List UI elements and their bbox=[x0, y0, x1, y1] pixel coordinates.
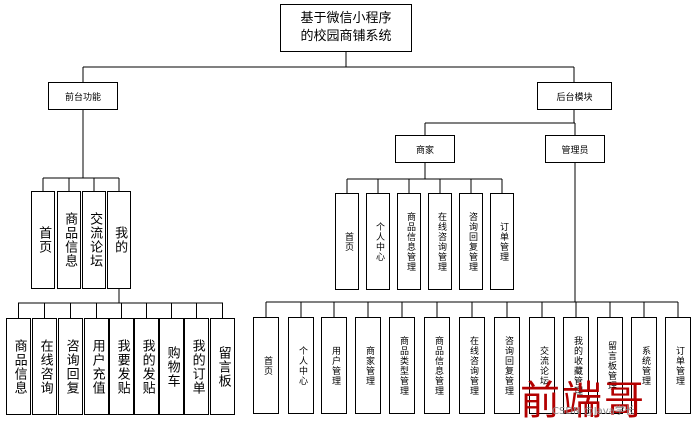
merchant-item: 商品信息管理 bbox=[397, 193, 421, 290]
frontend-level3-item: 我的订单 bbox=[184, 318, 209, 415]
frontend-level3-item: 我要发贴 bbox=[109, 318, 134, 415]
frontend-level3-item: 留言板 bbox=[210, 318, 235, 415]
admin-item: 商品类型管理 bbox=[389, 317, 415, 414]
watermark-caption: CSDN @Java学长 bbox=[552, 406, 635, 417]
merchant-item: 在线咨询管理 bbox=[428, 193, 452, 290]
admin-item: 交流论坛 bbox=[529, 317, 555, 414]
admin-item: 留言板管理 bbox=[597, 317, 623, 414]
admin-item: 商品信息管理 bbox=[424, 317, 450, 414]
admin-item: 订单管理 bbox=[665, 317, 691, 414]
merchant-item: 咨询回复管理 bbox=[459, 193, 483, 290]
admin-item: 系统管理 bbox=[631, 317, 657, 414]
admin-item: 我的收藏管理 bbox=[563, 317, 589, 414]
backend-node: 后台模块 bbox=[537, 82, 612, 110]
admin-item: 首页 bbox=[253, 317, 279, 414]
frontend-level2-item: 首页 bbox=[31, 191, 55, 289]
frontend-level3-item: 用户充值 bbox=[84, 318, 109, 415]
frontend-level3-item: 咨询回复 bbox=[58, 318, 83, 415]
admin-item: 个人中心 bbox=[288, 317, 314, 414]
frontend-node: 前台功能 bbox=[48, 82, 118, 110]
frontend-level3-item: 在线咨询 bbox=[32, 318, 57, 415]
frontend-level2-item: 我的 bbox=[107, 191, 131, 289]
frontend-level3-item: 购物车 bbox=[159, 318, 184, 415]
watermark: 前端哥 bbox=[520, 378, 646, 424]
merchant-item: 首页 bbox=[335, 193, 359, 290]
admin-item: 商家管理 bbox=[355, 317, 381, 414]
root-node: 基于微信小程序 的校园商铺系统 bbox=[280, 4, 412, 52]
frontend-level2-item: 商品信息 bbox=[57, 191, 81, 289]
merchant-item: 订单管理 bbox=[490, 193, 514, 290]
admin-item: 用户管理 bbox=[321, 317, 347, 414]
admin-node: 管理员 bbox=[545, 135, 605, 163]
admin-item: 咨询回复管理 bbox=[494, 317, 520, 414]
frontend-level3-item: 我的发贴 bbox=[134, 318, 159, 415]
merchant-item: 个人中心 bbox=[366, 193, 390, 290]
frontend-level2-item: 交流论坛 bbox=[82, 191, 106, 289]
admin-item: 在线咨询管理 bbox=[459, 317, 485, 414]
merchant-node: 商家 bbox=[395, 135, 455, 163]
frontend-level3-item: 商品信息 bbox=[6, 318, 31, 415]
